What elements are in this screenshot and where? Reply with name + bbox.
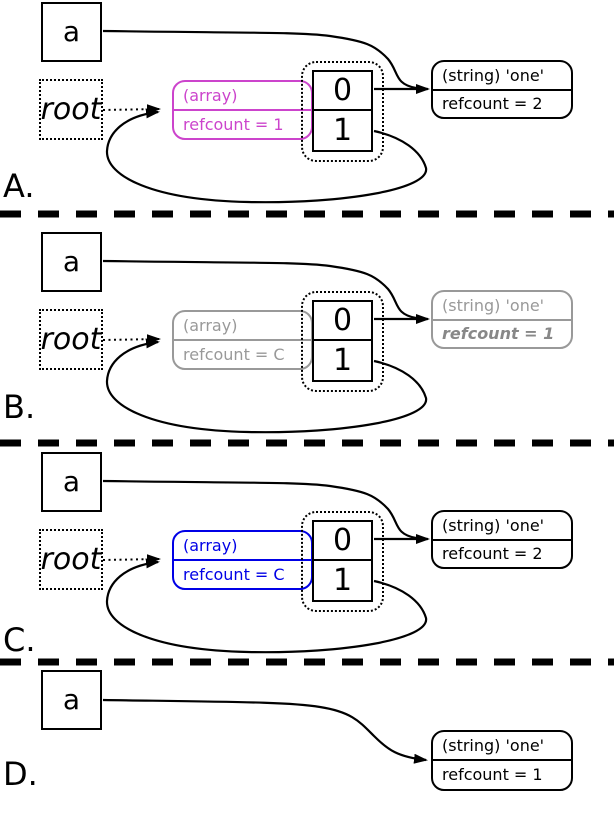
variable-a-label: a (62, 683, 81, 716)
array-type-text: (array) (183, 535, 238, 555)
index-0-cell: 0 (332, 72, 353, 108)
root-label: root (40, 91, 102, 127)
array-zval-box: (array) refcount = C (172, 530, 313, 590)
array-refcount-text: refcount = 1 (183, 114, 284, 134)
array-zval-box: (array) refcount = C (172, 310, 313, 370)
root-label: root (40, 321, 102, 357)
panel-label-a: A. (3, 167, 35, 205)
string-type-text: (string) 'one' (442, 735, 545, 755)
index-0-cell: 0 (332, 302, 353, 338)
string-refcount-text: refcount = 1 (442, 765, 543, 784)
string-type-text: (string) 'one' (442, 295, 545, 315)
string-zval-box: (string) 'one' refcount = 2 (431, 60, 573, 119)
index-1-cell: 1 (332, 112, 353, 148)
string-refcount-text: refcount = 2 (442, 94, 543, 113)
variable-a-box: a (41, 670, 102, 730)
root-box: root (39, 79, 103, 140)
panel-label-d: D. (3, 755, 38, 793)
variable-a-box: a (41, 232, 102, 292)
string-zval-box: (string) 'one' refcount = 1 (431, 730, 573, 791)
variable-a-label: a (62, 15, 81, 48)
variable-a-box: a (41, 452, 102, 512)
variable-a-box: a (41, 2, 102, 62)
string-refcount-text: refcount = 1 (442, 324, 555, 343)
array-type-text: (array) (183, 315, 238, 335)
root-label: root (40, 541, 102, 577)
array-index-table: 0 1 (312, 70, 373, 152)
variable-a-label: a (62, 465, 81, 498)
root-to-array-arrow (102, 554, 161, 565)
array-index-table: 0 1 (312, 520, 373, 602)
root-to-array-arrow (102, 334, 161, 345)
string-zval-box: (string) 'one' refcount = 2 (431, 510, 573, 569)
panel-label-b: B. (3, 388, 36, 426)
array-refcount-text: refcount = C (183, 344, 285, 364)
index-0-cell: 0 (332, 522, 353, 558)
root-to-array-arrow (102, 104, 161, 115)
array-refcount-text: refcount = C (183, 564, 285, 584)
root-box: root (39, 529, 103, 590)
index-1-cell: 1 (332, 342, 353, 378)
a-to-string-arrow (102, 698, 428, 764)
root-box: root (39, 309, 103, 370)
variable-a-label: a (62, 245, 81, 278)
string-type-text: (string) 'one' (442, 515, 545, 535)
array-type-text: (array) (183, 85, 238, 105)
array-zval-box: (array) refcount = 1 (172, 80, 313, 140)
string-type-text: (string) 'one' (442, 65, 545, 85)
index-1-cell: 1 (332, 562, 353, 598)
array-index-table: 0 1 (312, 300, 373, 382)
string-refcount-text: refcount = 2 (442, 544, 543, 563)
string-zval-box: (string) 'one' refcount = 1 (431, 290, 573, 349)
panel-label-c: C. (3, 621, 36, 659)
